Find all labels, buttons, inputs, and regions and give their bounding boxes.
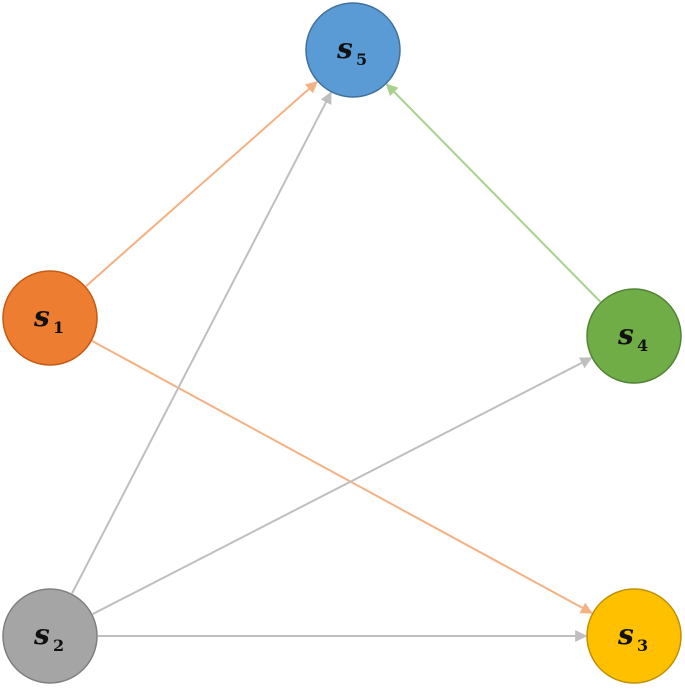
edge-s2-to-s5 bbox=[71, 91, 332, 594]
node-circle-s4 bbox=[586, 288, 682, 384]
node-subscript-s2: 2 bbox=[53, 636, 64, 655]
node-circle-s2 bbox=[2, 588, 98, 684]
edge-s1-to-s3 bbox=[91, 340, 593, 614]
node-label-s3: s bbox=[617, 618, 634, 651]
node-subscript-s4: 4 bbox=[637, 336, 648, 355]
node-label-s5: s bbox=[336, 32, 353, 65]
node-circle-s3 bbox=[586, 588, 682, 684]
node-subscript-s3: 3 bbox=[637, 636, 648, 655]
node-subscript-s5: 5 bbox=[356, 50, 367, 69]
edge-s1-to-s5 bbox=[85, 81, 318, 287]
node-label-s4: s bbox=[617, 318, 634, 351]
node-label-s2: s bbox=[33, 618, 50, 651]
node-circle-s5 bbox=[305, 2, 401, 98]
node-subscript-s1: 1 bbox=[53, 318, 64, 337]
edge-s4-to-s5 bbox=[385, 83, 602, 303]
edge-s2-to-s4 bbox=[92, 357, 593, 615]
edges-layer bbox=[71, 81, 602, 642]
node-circle-s1 bbox=[2, 270, 98, 366]
node-label-s1: s bbox=[33, 300, 50, 333]
